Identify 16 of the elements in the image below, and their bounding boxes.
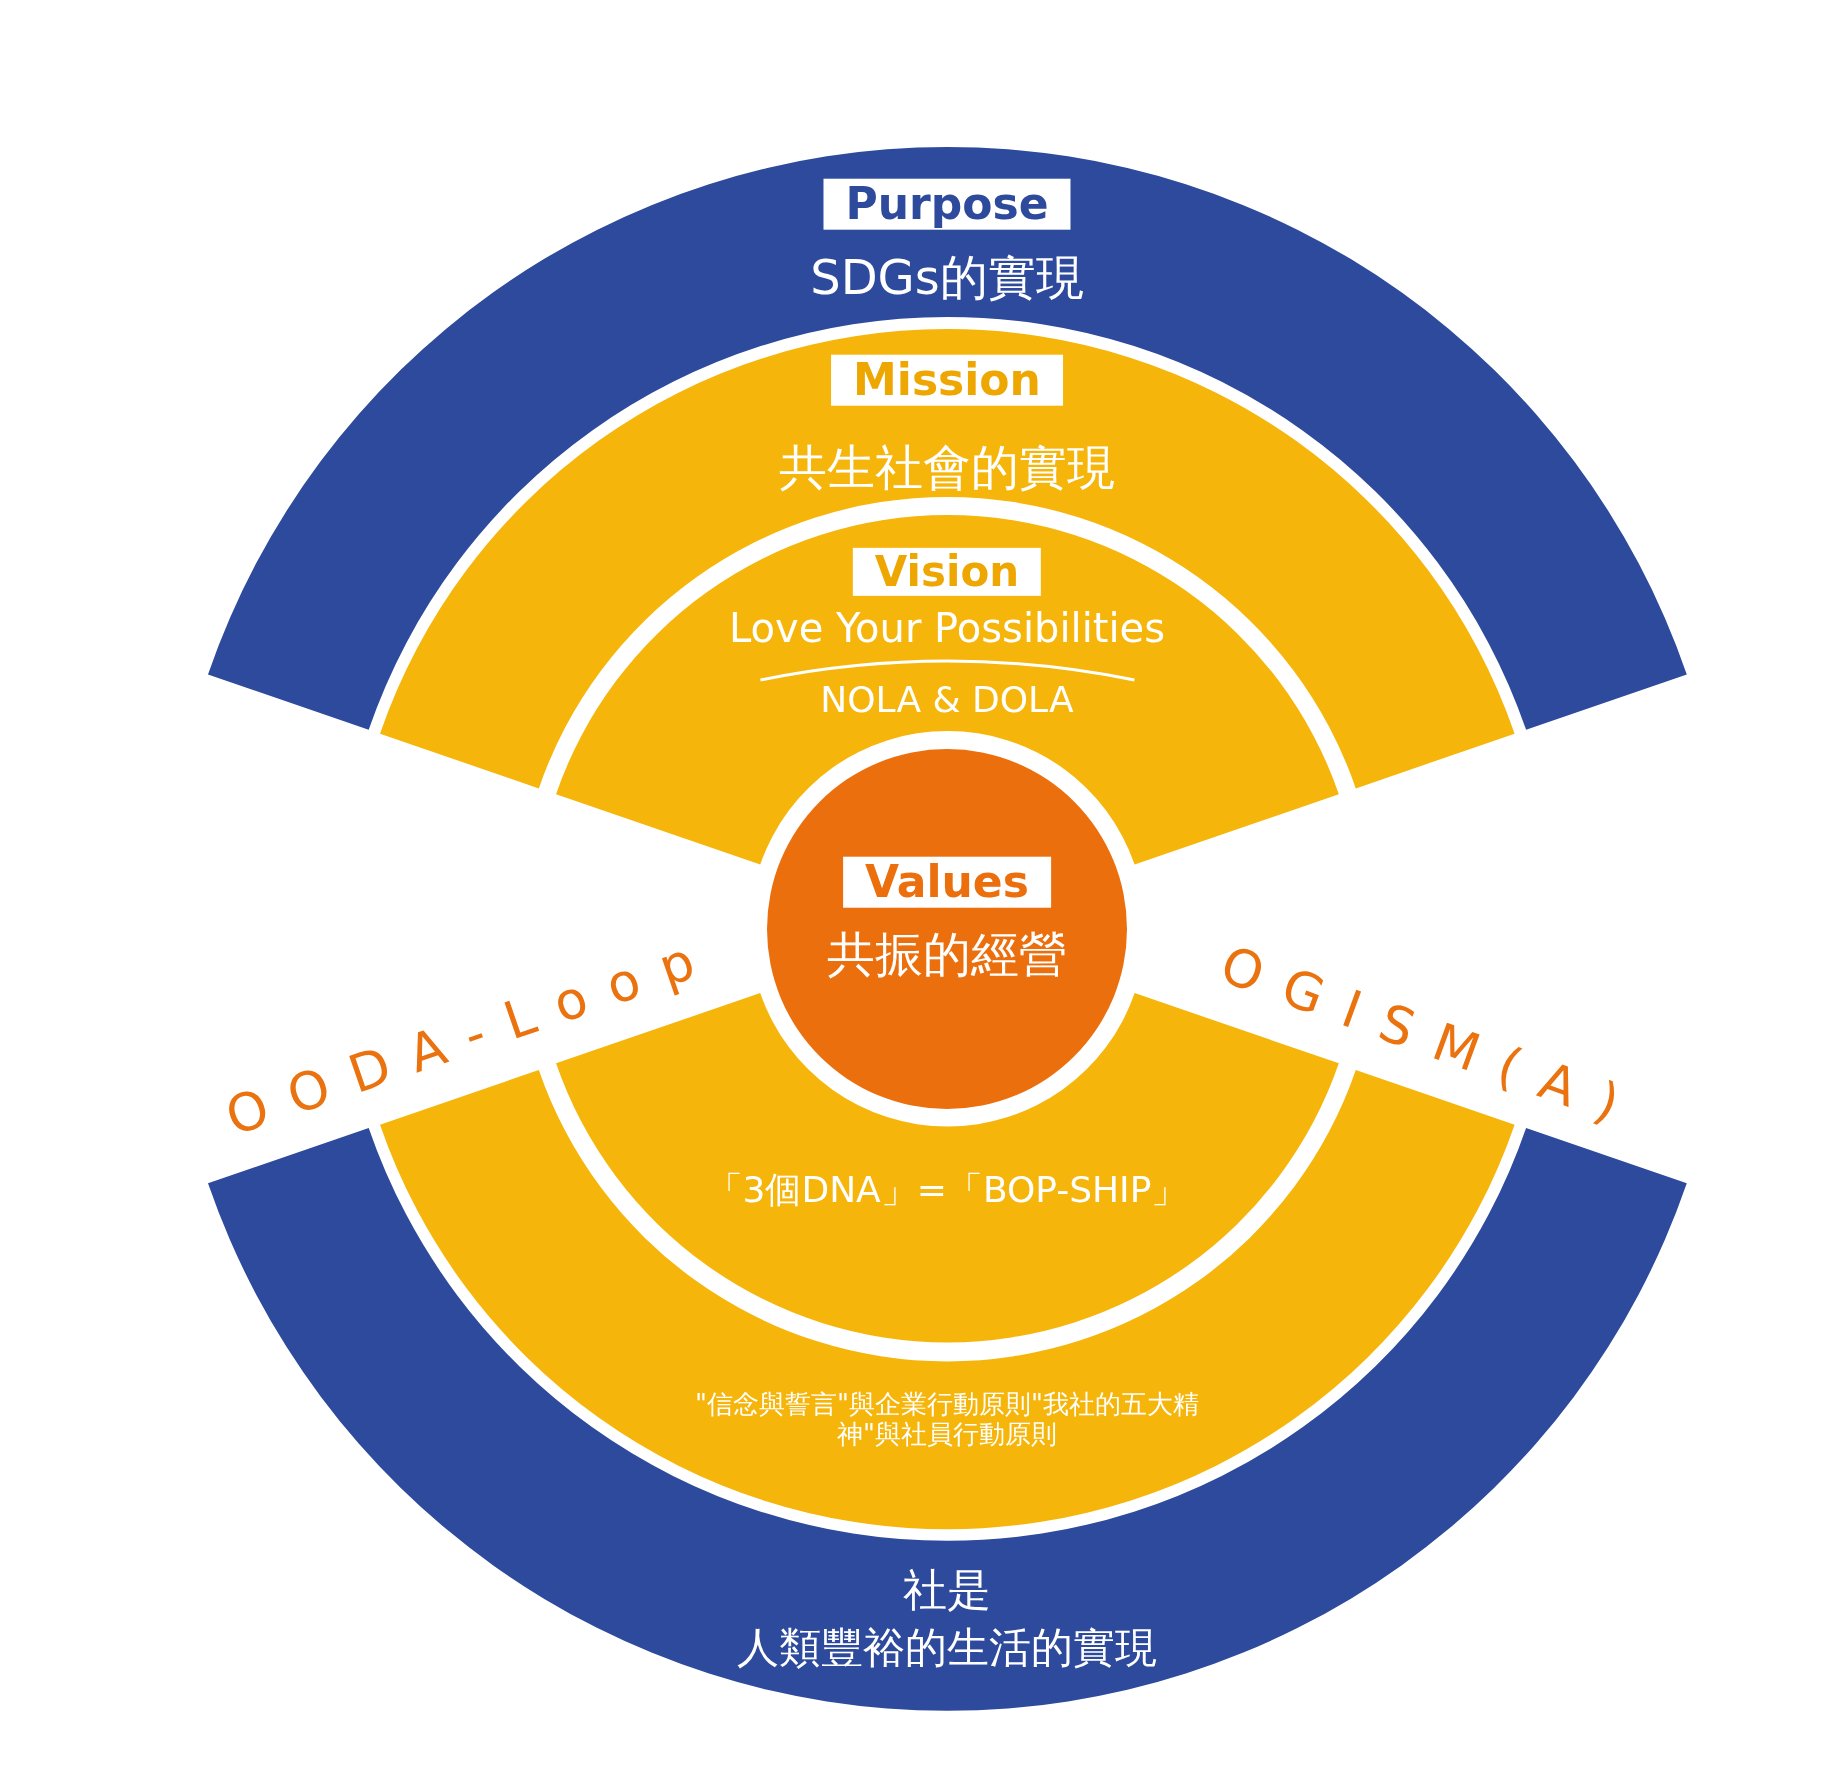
heading-label: Values: [843, 856, 1051, 908]
heading-label: Mission: [831, 354, 1063, 406]
ring-text: 人類豐裕的生活的實現: [737, 1623, 1157, 1673]
ring-text: SDGs的實現: [810, 250, 1084, 306]
ring-text: 共振的經營: [827, 927, 1067, 983]
heading-label: Vision: [852, 547, 1042, 597]
ring-text: 社是: [903, 1564, 991, 1616]
heading-label: Purpose: [823, 178, 1071, 230]
ring-text: NOLA & DOLA: [820, 679, 1074, 721]
outer-ring-segment: [207, 147, 1687, 730]
ring-text: "信念與誓言"與企業行動原則"我社的五大精神"與社員行動原則: [694, 1390, 1200, 1450]
ring-text: Love Your Possibilities: [728, 605, 1166, 651]
center-circle: [767, 749, 1127, 1109]
ring-text: 「3個DNA」=「BOP-SHIP」: [706, 1169, 1188, 1211]
middle-ring-segment: [379, 329, 1515, 789]
ring-text: 共生社會的實現: [779, 440, 1115, 496]
